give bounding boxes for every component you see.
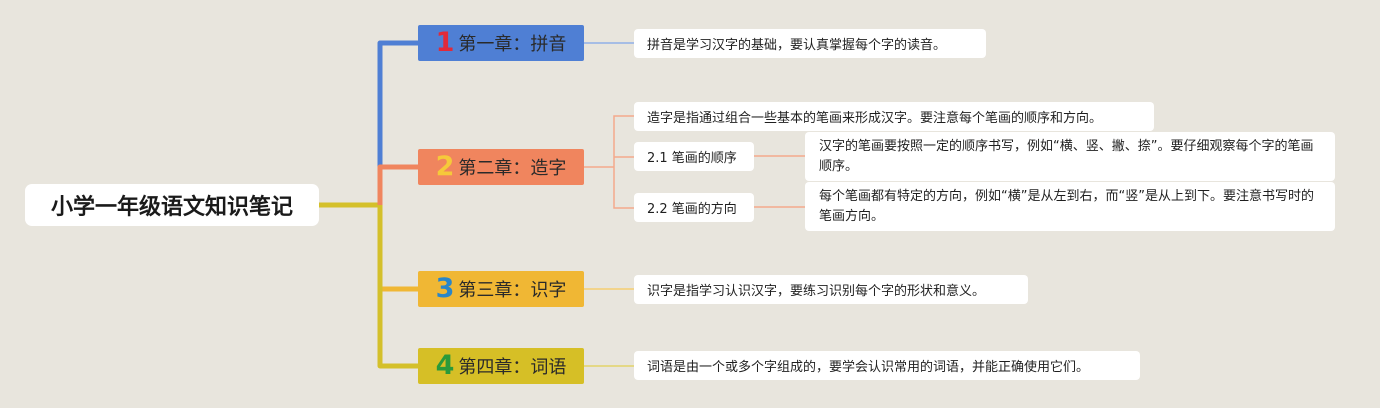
- chapter-4-note[interactable]: 词语是由一个或多个字组成的，要学会认识常用的词语，并能正确使用它们。: [634, 351, 1140, 380]
- chapter-3-number: 3: [435, 272, 455, 304]
- chapter-4-title: 第四章：词语: [458, 357, 567, 378]
- branch-chapter-3: [377, 205, 418, 292]
- branch-chapter-4: [377, 205, 418, 369]
- chapter-1-note-text: 拼音是学习汉字的基础，要认真掌握每个字的读音。: [647, 38, 947, 53]
- chapter-2-note-text: 造字是指通过组合一些基本的笔画来形成汉字。要注意每个笔画的顺序和方向。: [647, 111, 1103, 126]
- chapter-2-number: 2: [435, 150, 455, 182]
- branch-chapter-1: [377, 40, 418, 205]
- chapter-2-subtopic-2[interactable]: 2.2 笔画的方向: [634, 193, 754, 222]
- chapter-2-subtopic-2-note[interactable]: 每个笔画都有特定的方向，例如“横”是从左到右，而“竖”是从上到下。要注意书写时的…: [805, 182, 1335, 231]
- root-topic[interactable]: 小学一年级语文知识笔记: [25, 184, 319, 226]
- chapter-1-title: 第一章：拼音: [458, 34, 567, 55]
- branch-chapter-2: [377, 164, 418, 205]
- chapter-4-node[interactable]: 4 第四章：词语: [418, 348, 584, 384]
- link-chapter-2-note: [613, 115, 634, 167]
- chapter-2-node[interactable]: 2 第二章：造字: [418, 149, 584, 185]
- chapter-1-node[interactable]: 1 第一章：拼音: [418, 25, 584, 61]
- chapter-4-number: 4: [435, 349, 455, 381]
- chapter-1-note[interactable]: 拼音是学习汉字的基础，要认真掌握每个字的读音。: [634, 29, 986, 58]
- chapter-3-note-text: 识字是指学习认识汉字，要练习识别每个字的形状和意义。: [647, 284, 986, 299]
- chapter-2-subtopic-2-label: 2.2 笔画的方向: [647, 202, 737, 217]
- chapter-3-node[interactable]: 3 第三章：识字: [418, 271, 584, 307]
- chapter-2-subtopic-2-note-text: 每个笔画都有特定的方向，例如“横”是从左到右，而“竖”是从上到下。要注意书写时的…: [819, 188, 1314, 224]
- chapter-2-note[interactable]: 造字是指通过组合一些基本的笔画来形成汉字。要注意每个笔画的顺序和方向。: [634, 102, 1154, 131]
- link-chapter-2-sub2: [613, 167, 634, 209]
- root-topic-label: 小学一年级语文知识笔记: [50, 195, 293, 220]
- chapter-2-subtopic-1-label: 2.1 笔画的顺序: [647, 151, 737, 166]
- chapter-1-number: 1: [435, 26, 455, 58]
- chapter-3-note[interactable]: 识字是指学习认识汉字，要练习识别每个字的形状和意义。: [634, 275, 1028, 304]
- chapter-2-subtopic-1[interactable]: 2.1 笔画的顺序: [634, 142, 754, 171]
- chapter-2-subtopic-1-note[interactable]: 汉字的笔画要按照一定的顺序书写，例如“横、竖、撇、捺”。要仔细观察每个字的笔画顺…: [805, 132, 1335, 181]
- chapter-4-note-text: 词语是由一个或多个字组成的，要学会认识常用的词语，并能正确使用它们。: [647, 360, 1090, 375]
- chapter-2-subtopic-1-note-text: 汉字的笔画要按照一定的顺序书写，例如“横、竖、撇、捺”。要仔细观察每个字的笔画顺…: [819, 138, 1314, 174]
- chapter-2-title: 第二章：造字: [458, 158, 567, 179]
- chapter-3-title: 第三章：识字: [458, 280, 567, 301]
